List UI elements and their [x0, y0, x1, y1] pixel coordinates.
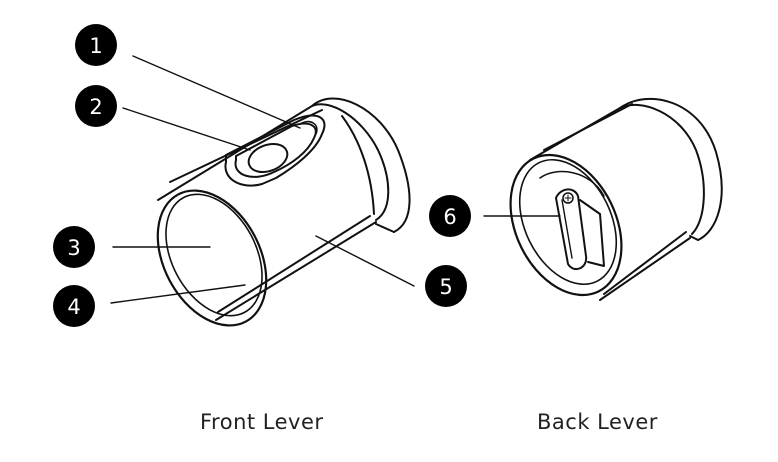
front-lever-rear-flange [311, 97, 411, 233]
back-lever-rear-flange [619, 97, 723, 241]
callout-number-1: 1 [89, 34, 102, 58]
back-lever-caption: Back Lever [537, 410, 658, 434]
callout-number-3: 3 [67, 236, 80, 260]
leader-line-5 [315, 235, 415, 287]
callout-badge-3: 3 [53, 226, 95, 268]
front-lever-caption: Front Lever [200, 410, 324, 434]
callout-number-6: 6 [443, 205, 456, 229]
callout-badge-2: 2 [75, 85, 117, 127]
fingerprint-sensor-icon [247, 142, 289, 174]
callout-number-4: 4 [67, 295, 80, 319]
callout-badge-5: 5 [425, 265, 467, 307]
callout-number-5: 5 [439, 275, 452, 299]
front-lever-button-module [224, 114, 326, 187]
back-lever [509, 97, 723, 301]
back-lever-body [529, 103, 691, 301]
callout-badge-6: 6 [429, 195, 471, 237]
back-lever-back-face [509, 153, 623, 297]
leader-line-2 [122, 107, 251, 151]
front-lever-front-face [156, 189, 268, 327]
back-lever-spindle [555, 188, 605, 271]
front-lever-body [157, 105, 377, 321]
leader-line-1 [132, 55, 301, 129]
leader-line-4 [110, 284, 246, 304]
callout-badge-1: 1 [75, 24, 117, 66]
front-lever [156, 97, 411, 327]
callout-number-2: 2 [89, 95, 102, 119]
callout-badge-4: 4 [53, 285, 95, 327]
spindle-screw-icon [562, 192, 574, 204]
leader-lines [110, 55, 561, 304]
